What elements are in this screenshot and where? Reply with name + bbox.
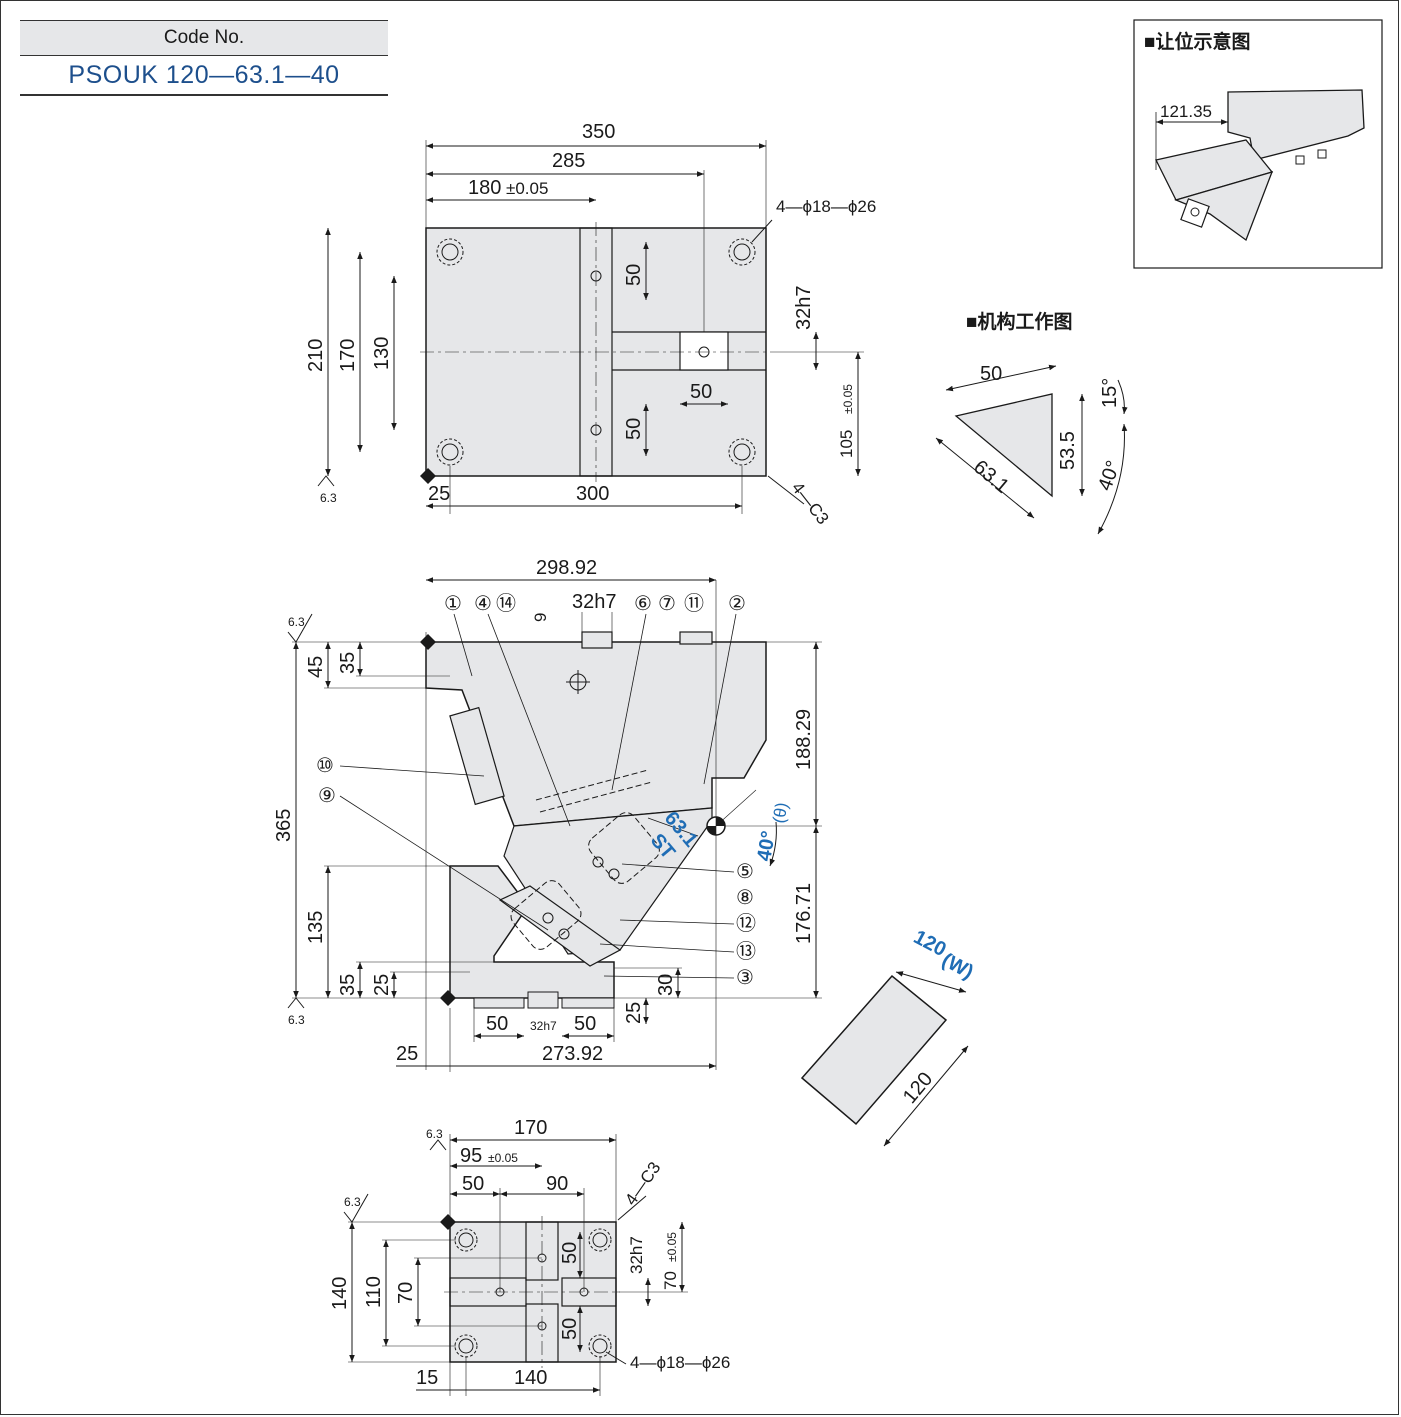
angle-40: 40° [753, 829, 780, 863]
bot-dim-110: 110 [363, 1276, 385, 1308]
dim-130: 130 [371, 337, 393, 370]
roughness-top: 6.3 [320, 491, 337, 505]
bot-dim-70: 70 [395, 1282, 417, 1304]
mech-angle-15: 15° [1099, 378, 1121, 408]
callout-2: ② [728, 593, 746, 615]
top-view: 350 285 180 ±0.05 4—ϕ18—ϕ26 50 50 50 32h… [305, 121, 876, 528]
bot-dim-170: 170 [514, 1117, 547, 1139]
inset-clearance: ■让位示意图 121.35 [1133, 19, 1383, 269]
dim-176-71: 176.71 [793, 883, 815, 944]
dim-180: 180 [468, 177, 501, 199]
dim-105: 105 [837, 430, 856, 458]
angle-theta: (θ) [769, 801, 791, 825]
dim-350: 350 [582, 121, 615, 143]
dim-50-top: 50 [623, 264, 645, 286]
dim-25-left: 25 [371, 974, 393, 996]
code-label: Code No. [20, 20, 388, 56]
dim-9: 9 [531, 613, 550, 622]
roughness-front-top: 6.3 [288, 615, 305, 629]
width-dim-120: 120 [899, 1068, 937, 1108]
callout-12: ⑫ [736, 912, 756, 935]
bot-dim-140: 140 [514, 1367, 547, 1389]
callout-10: ⑩ [316, 755, 334, 777]
callout-9: ⑨ [318, 785, 336, 807]
bottom-view: 170 95 ±0.05 50 90 4—C3 140 110 70 50 50… [329, 1117, 730, 1396]
front-view: 298.92 32h7 9 ① ④ ⑭ ⑥ ⑦ ⑪ ② ⑩ ⑨ ⑤ ⑧ ⑫ ⑬ … [273, 557, 822, 1072]
dim-45: 45 [305, 656, 327, 678]
dim-50-slot: 50 [690, 381, 712, 403]
dim-273-92: 273.92 [542, 1043, 603, 1065]
bot-dim-32h7: 32h7 [627, 1236, 646, 1274]
mech-dim-50: 50 [980, 363, 1002, 385]
bot-dim-50: 50 [462, 1173, 484, 1195]
width-120: 120 [910, 926, 950, 961]
bot-dim-95: 95 [460, 1145, 482, 1167]
dim-32h7-small: 32h7 [530, 1019, 557, 1033]
callout-8: ⑧ [736, 887, 754, 909]
dim-25-top: 25 [428, 483, 450, 505]
mech-dim-53-5: 53.5 [1057, 431, 1079, 470]
dim-35-top: 35 [337, 652, 359, 674]
dim-30: 30 [655, 974, 677, 996]
callout-5: ⑤ [736, 861, 754, 883]
roughness-front-bottom: 6.3 [288, 1013, 305, 1027]
roughness-bottom: 6.3 [344, 1195, 361, 1209]
callout-1: ① [444, 593, 462, 615]
bot-chamfer: 4—C3 [621, 1158, 664, 1208]
callout-14: ⑭ [496, 592, 516, 615]
callout-4: ④ [474, 593, 492, 615]
dim-170: 170 [337, 339, 359, 372]
bot-dim-15: 15 [416, 1367, 438, 1389]
dim-50-bl: 50 [486, 1013, 508, 1035]
callout-6: ⑥ [634, 593, 652, 615]
dim-50-br: 50 [574, 1013, 596, 1035]
bot-dim-90: 90 [546, 1173, 568, 1195]
callout-7: ⑦ [658, 593, 676, 615]
bot-tol-70: ±0.05 [665, 1232, 679, 1262]
callout-3: ③ [736, 967, 754, 989]
dim-298-92: 298.92 [536, 557, 597, 579]
bot-tol-95: ±0.05 [488, 1151, 518, 1165]
tol-180: ±0.05 [506, 179, 548, 198]
bot-dim-50a: 50 [559, 1242, 581, 1264]
inset-mechanism: ■机构工作图 50 63.1 53.5 15° 40° [935, 310, 1128, 535]
dim-25-bottom: 25 [396, 1043, 418, 1065]
mech-angle-40: 40° [1094, 458, 1125, 494]
dim-210: 210 [305, 339, 327, 372]
top-chamfer: 4—C3 [788, 478, 833, 528]
mech-dim-63-1: 63.1 [969, 456, 1013, 498]
bot-dim-140v: 140 [329, 1277, 351, 1310]
dim-285: 285 [552, 150, 585, 172]
dim-365: 365 [273, 809, 295, 842]
dim-32h7-top: 32h7 [793, 286, 815, 331]
callout-13: ⑬ [736, 940, 756, 963]
callout-11: ⑪ [684, 592, 704, 615]
width-w: (W) [938, 949, 977, 984]
code-number-box: Code No. PSOUK 120—63.1—40 [20, 20, 388, 96]
dim-25-right: 25 [623, 1002, 645, 1024]
dim-32h7-front: 32h7 [572, 591, 617, 613]
top-holes-spec: 4—ϕ18—ϕ26 [776, 197, 876, 216]
inset-mechanism-title: ■机构工作图 [966, 310, 1072, 333]
dim-300: 300 [576, 483, 609, 505]
bot-dim-70t: 70 [661, 1271, 680, 1290]
dim-35-bottom: 35 [337, 974, 359, 996]
inset-clearance-title: ■让位示意图 [1144, 30, 1250, 53]
code-value: PSOUK 120—63.1—40 [20, 56, 388, 96]
dim-135: 135 [305, 911, 327, 944]
dim-50-mid: 50 [623, 418, 645, 440]
tol-105: ±0.05 [841, 384, 855, 414]
bot-dim-50b: 50 [559, 1318, 581, 1340]
dim-121-35: 121.35 [1160, 102, 1212, 121]
roughness-bottom-2: 6.3 [426, 1127, 443, 1141]
bot-holes-spec: 4—ϕ18—ϕ26 [630, 1353, 730, 1372]
width-view: 120 (W) 120 [800, 926, 977, 1147]
dim-188-29: 188.29 [793, 709, 815, 770]
